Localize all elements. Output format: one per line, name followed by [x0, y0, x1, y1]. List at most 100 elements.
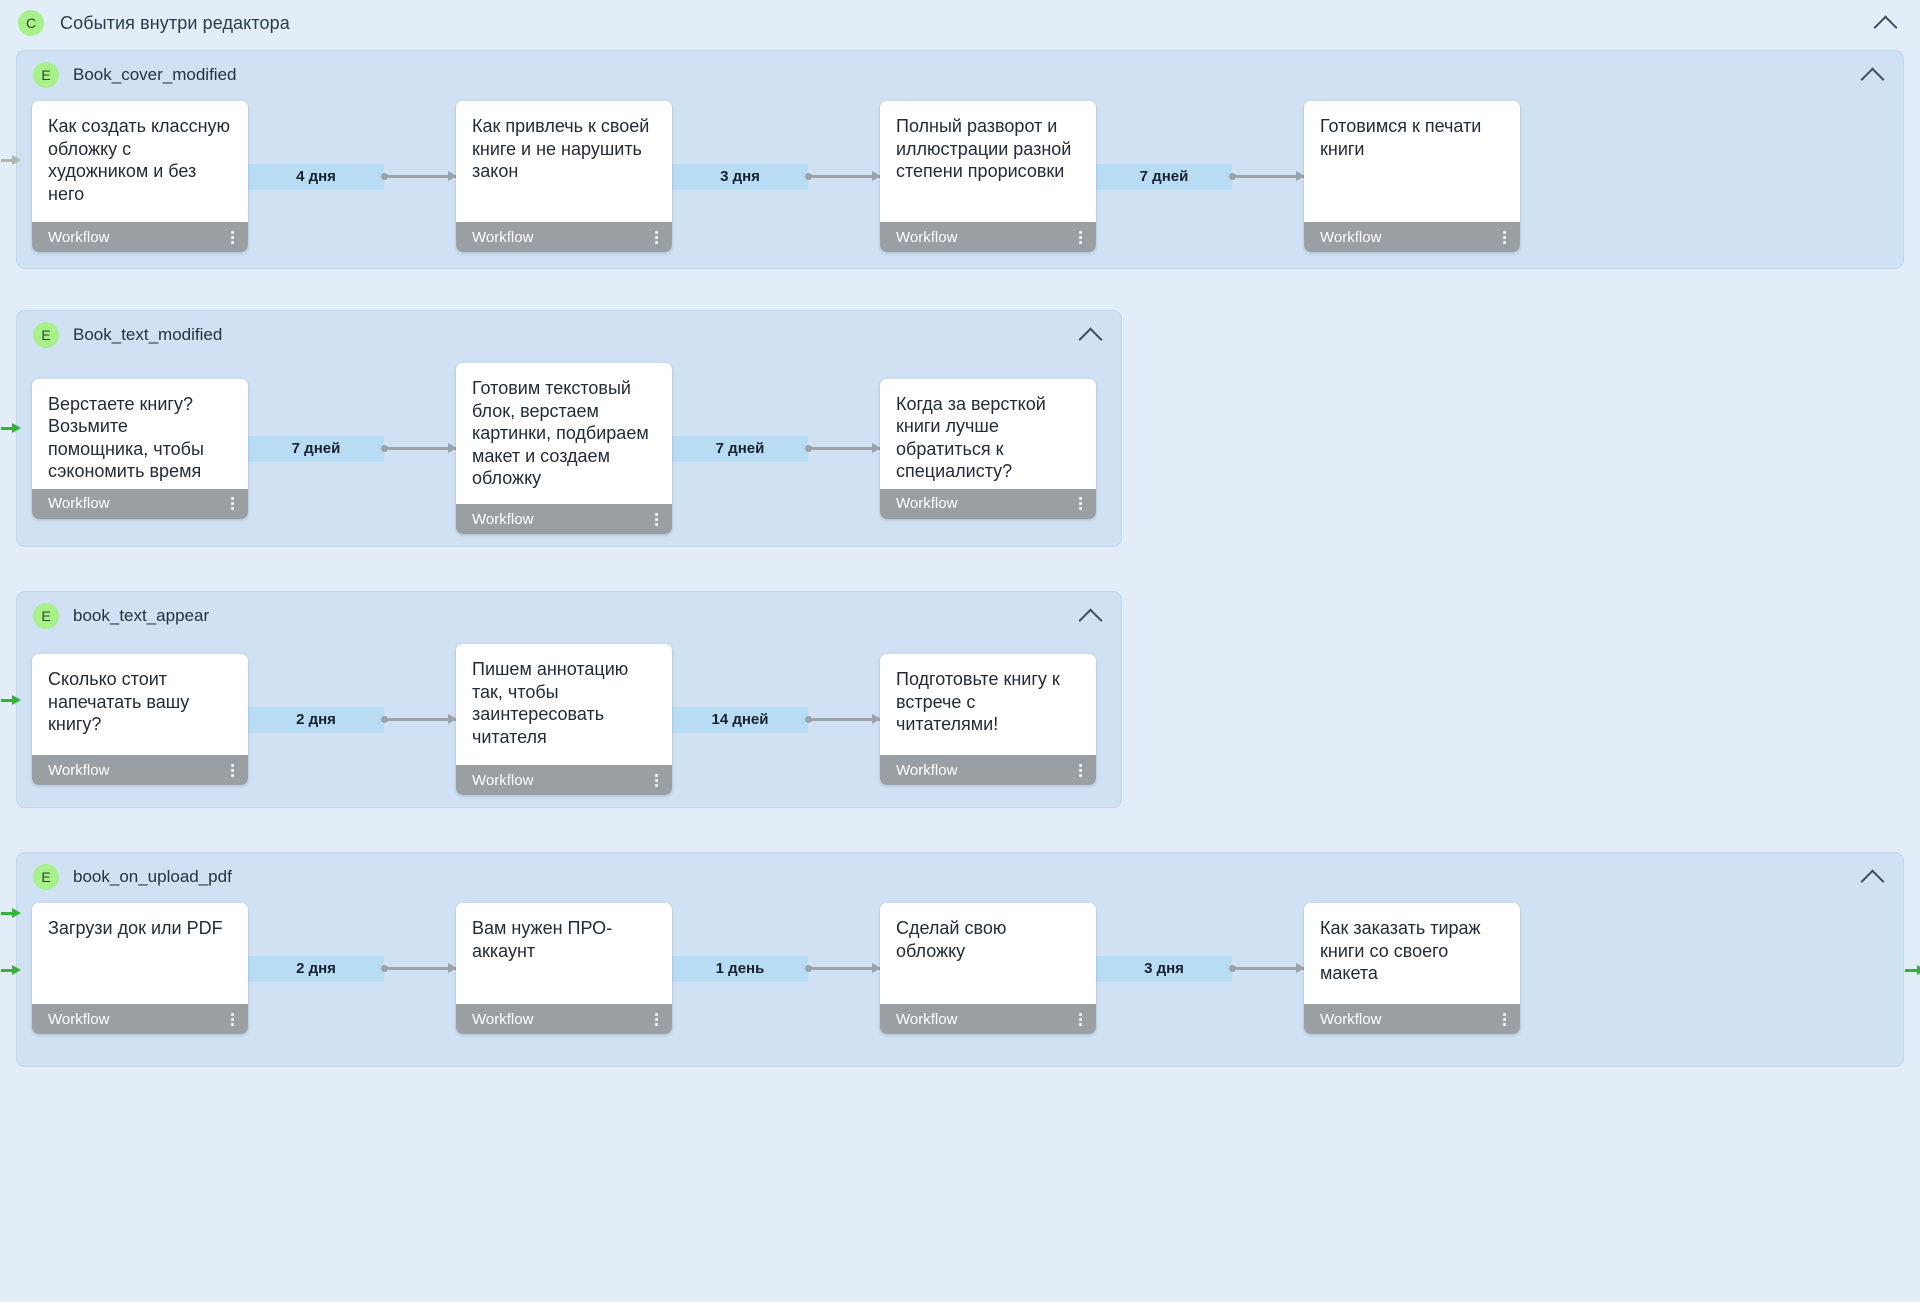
kebab-menu-icon[interactable] — [1077, 761, 1084, 780]
event-group-book-cover-modified: E Book_cover_modified Как создать классн… — [1, 50, 1904, 269]
node-card[interactable]: Готовимся к печати книги Workflow — [1304, 101, 1520, 252]
exit-arrow-green — [1903, 965, 1920, 977]
delay-label[interactable]: 7 дней — [672, 435, 808, 462]
delay-label[interactable]: 2 дня — [248, 955, 384, 982]
node-footer[interactable]: Workflow — [1304, 1004, 1520, 1034]
delay-label[interactable]: 3 дня — [1096, 955, 1232, 982]
node-footer[interactable]: Workflow — [32, 222, 248, 252]
node-card[interactable]: Загрузи док или PDF Workflow — [32, 903, 248, 1034]
event-group-book-on-upload-pdf: E book_on_upload_pdf Загрузи док или PDF… — [1, 852, 1920, 1067]
kebab-menu-icon[interactable] — [229, 228, 236, 247]
kebab-menu-icon[interactable] — [1077, 228, 1084, 247]
node-text: Вам нужен ПРО-аккаунт — [472, 918, 613, 961]
node-text: Как привлечь к своей книге и не нарушить… — [472, 116, 650, 181]
node-text: Пишем аннотацию так, чтобы заинтересоват… — [472, 659, 629, 747]
event-badge: E — [33, 62, 59, 88]
delay-label[interactable]: 14 дней — [672, 706, 808, 733]
kebab-menu-icon[interactable] — [653, 1010, 660, 1029]
node-footer[interactable]: Workflow — [456, 1004, 672, 1034]
event-group-book-text-modified: E Book_text_modified Верстаете книгу? Во… — [1, 310, 1122, 547]
kebab-menu-icon[interactable] — [1077, 1010, 1084, 1029]
node-footer-label: Workflow — [472, 228, 534, 246]
node-card[interactable]: Как заказать тираж книги со своего макет… — [1304, 903, 1520, 1034]
node-footer-label: Workflow — [48, 228, 110, 246]
entry-arrow-green — [1, 423, 21, 435]
node-footer-label: Workflow — [472, 771, 534, 789]
group-header: E book_text_appear — [17, 592, 1121, 640]
entry-arrow-green — [1, 695, 21, 707]
kebab-menu-icon[interactable] — [653, 510, 660, 529]
entry-arrow-green-bottom — [1, 965, 21, 977]
node-footer-label: Workflow — [1320, 1010, 1382, 1028]
delay-label[interactable]: 4 дня — [248, 163, 384, 190]
node-card[interactable]: Сделай свою обложку Workflow — [880, 903, 1096, 1034]
node-footer-label: Workflow — [472, 1010, 534, 1028]
node-footer[interactable]: Workflow — [456, 765, 672, 795]
event-badge: E — [33, 322, 59, 348]
connector-2: 1 день — [672, 955, 881, 982]
node-card[interactable]: Вам нужен ПРО-аккаунт Workflow — [456, 903, 672, 1034]
delay-label[interactable]: 1 день — [672, 955, 808, 982]
delay-label[interactable]: 7 дней — [1096, 163, 1232, 190]
node-card[interactable]: Как привлечь к своей книге и не нарушить… — [456, 101, 672, 252]
node-card[interactable]: Когда за версткой книги лучше обратиться… — [880, 378, 1096, 519]
node-card[interactable]: Верстаете книгу? Возьмите помощника, что… — [32, 378, 248, 519]
kebab-menu-icon[interactable] — [229, 494, 236, 513]
node-text: Сколько стоит напечатать вашу книгу? — [48, 669, 190, 734]
connector-1: 4 дня — [248, 163, 457, 190]
event-badge: E — [33, 603, 59, 629]
kebab-menu-icon[interactable] — [1501, 228, 1508, 247]
node-card[interactable]: Сколько стоит напечатать вашу книгу? Wor… — [32, 654, 248, 785]
chevron-up-icon-group-4[interactable] — [1859, 862, 1889, 892]
node-footer-label: Workflow — [472, 510, 534, 528]
kebab-menu-icon[interactable] — [653, 771, 660, 790]
node-footer[interactable]: Workflow — [880, 222, 1096, 252]
chevron-up-icon-group-1[interactable] — [1859, 60, 1889, 90]
delay-label[interactable]: 3 дня — [672, 163, 808, 190]
chevron-up-icon-group-3[interactable] — [1077, 601, 1107, 631]
entry-arrow-grey — [1, 155, 21, 167]
node-card[interactable]: Пишем аннотацию так, чтобы заинтересоват… — [456, 644, 672, 795]
node-card[interactable]: Полный разворот и иллюстрации разной сте… — [880, 101, 1096, 252]
connector-3: 7 дней — [1096, 163, 1305, 190]
kebab-menu-icon[interactable] — [1501, 1010, 1508, 1029]
event-name: book_text_appear — [73, 606, 210, 625]
node-footer[interactable]: Workflow — [32, 755, 248, 785]
flow-row-2: Верстаете книгу? Возьмите помощника, что… — [32, 363, 1096, 534]
node-card[interactable]: Как создать классную обложку с художнико… — [32, 101, 248, 252]
delay-label[interactable]: 2 дня — [248, 706, 384, 733]
node-text: Подготовьте книгу к встрече с читателями… — [896, 669, 1060, 734]
delay-label[interactable]: 7 дней — [248, 435, 384, 462]
node-footer[interactable]: Workflow — [456, 222, 672, 252]
node-footer[interactable]: Workflow — [880, 755, 1096, 785]
node-footer-label: Workflow — [48, 1010, 110, 1028]
node-footer[interactable]: Workflow — [32, 488, 248, 519]
kebab-menu-icon[interactable] — [1077, 494, 1084, 513]
chevron-up-icon-group-2[interactable] — [1077, 320, 1107, 350]
node-footer[interactable]: Workflow — [32, 1004, 248, 1034]
chevron-up-icon-category[interactable] — [1872, 8, 1902, 38]
kebab-menu-icon[interactable] — [229, 761, 236, 780]
node-footer[interactable]: Workflow — [880, 1004, 1096, 1034]
flow-row-3: Сколько стоит напечатать вашу книгу? Wor… — [32, 644, 1096, 795]
kebab-menu-icon[interactable] — [653, 228, 660, 247]
node-footer-label: Workflow — [896, 495, 958, 512]
flow-row-4: Загрузи док или PDF Workflow 2 дня Вам н… — [32, 903, 1520, 1034]
node-card[interactable]: Подготовьте книгу к встрече с читателями… — [880, 654, 1096, 785]
node-text: Как создать классную обложку с художнико… — [48, 116, 231, 204]
node-footer[interactable]: Workflow — [456, 504, 672, 534]
node-text: Сделай свою обложку — [896, 918, 1007, 961]
node-card[interactable]: Готовим текстовый блок, верстаем картинк… — [456, 363, 672, 534]
event-name: book_on_upload_pdf — [73, 867, 232, 886]
connector-1: 2 дня — [248, 955, 457, 982]
node-footer[interactable]: Workflow — [1304, 222, 1520, 252]
category-badge: C — [18, 10, 44, 36]
node-text: Готовимся к печати книги — [1320, 116, 1482, 159]
connector-1: 7 дней — [248, 435, 457, 462]
group-header: E Book_cover_modified — [17, 51, 1903, 99]
node-footer[interactable]: Workflow — [880, 488, 1096, 519]
node-footer-label: Workflow — [48, 495, 110, 512]
node-text: Как заказать тираж книги со своего макет… — [1320, 918, 1481, 983]
connector-3: 3 дня — [1096, 955, 1305, 982]
kebab-menu-icon[interactable] — [229, 1010, 236, 1029]
